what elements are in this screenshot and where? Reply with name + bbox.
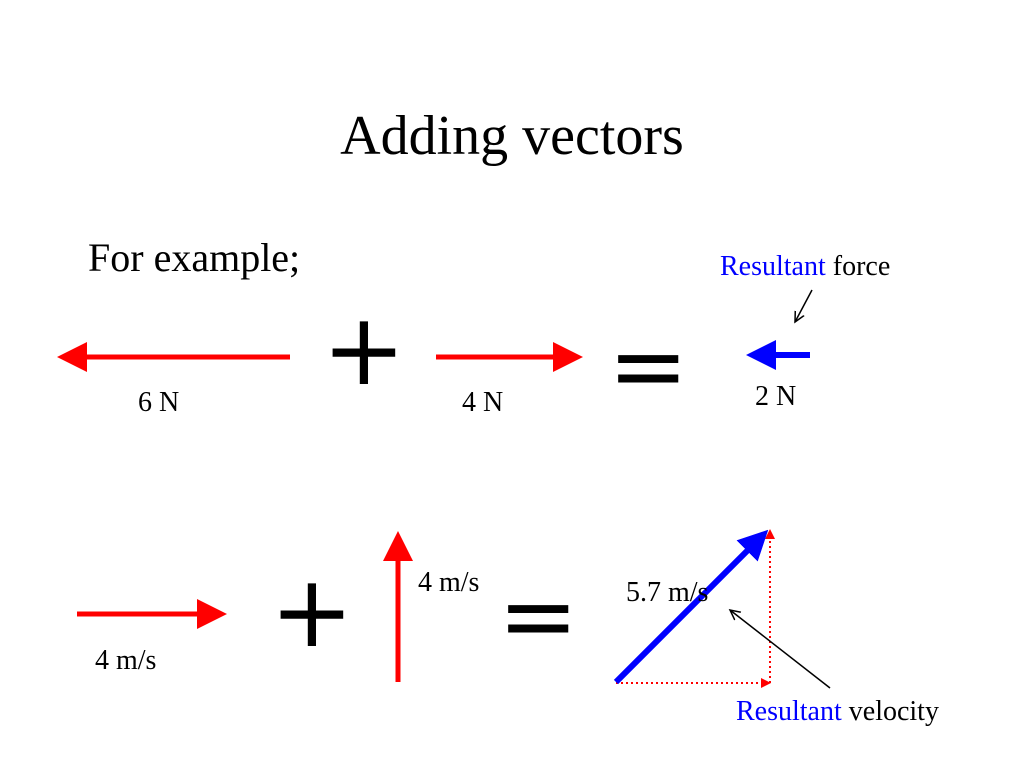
slide-title: Adding vectors <box>340 105 684 167</box>
velocity-horizontal-label: 4 m/s <box>95 645 157 676</box>
force-annotation: Resultant force <box>720 250 890 284</box>
velocity-resultant-label: 5.7 m/s <box>626 577 709 608</box>
force-equals-sign: = <box>608 310 689 422</box>
velocity-annotation: Resultant velocity <box>736 695 939 729</box>
velocity-equals-sign: = <box>498 560 579 672</box>
force-6n-label: 6 N <box>138 387 180 418</box>
velocity-vertical-label: 4 m/s <box>418 567 480 598</box>
force-plus-sign: + <box>322 291 406 408</box>
velocity-resultant-arrow <box>613 529 769 685</box>
velocity-annotation-rest: velocity <box>841 696 939 727</box>
velocity-plus-sign: + <box>270 553 354 670</box>
force-annotation-rest: force <box>825 251 891 282</box>
force-annotation-pointer <box>795 289 813 322</box>
force-resultant-label: 2 N <box>755 381 797 412</box>
velocity-annotation-accent: Resultant <box>736 696 842 727</box>
velocity-annotation-pointer <box>730 610 831 689</box>
force-4n-label: 4 N <box>462 387 504 418</box>
force-annotation-accent: Resultant <box>720 251 826 282</box>
slide-subtitle: For example; <box>88 235 301 280</box>
